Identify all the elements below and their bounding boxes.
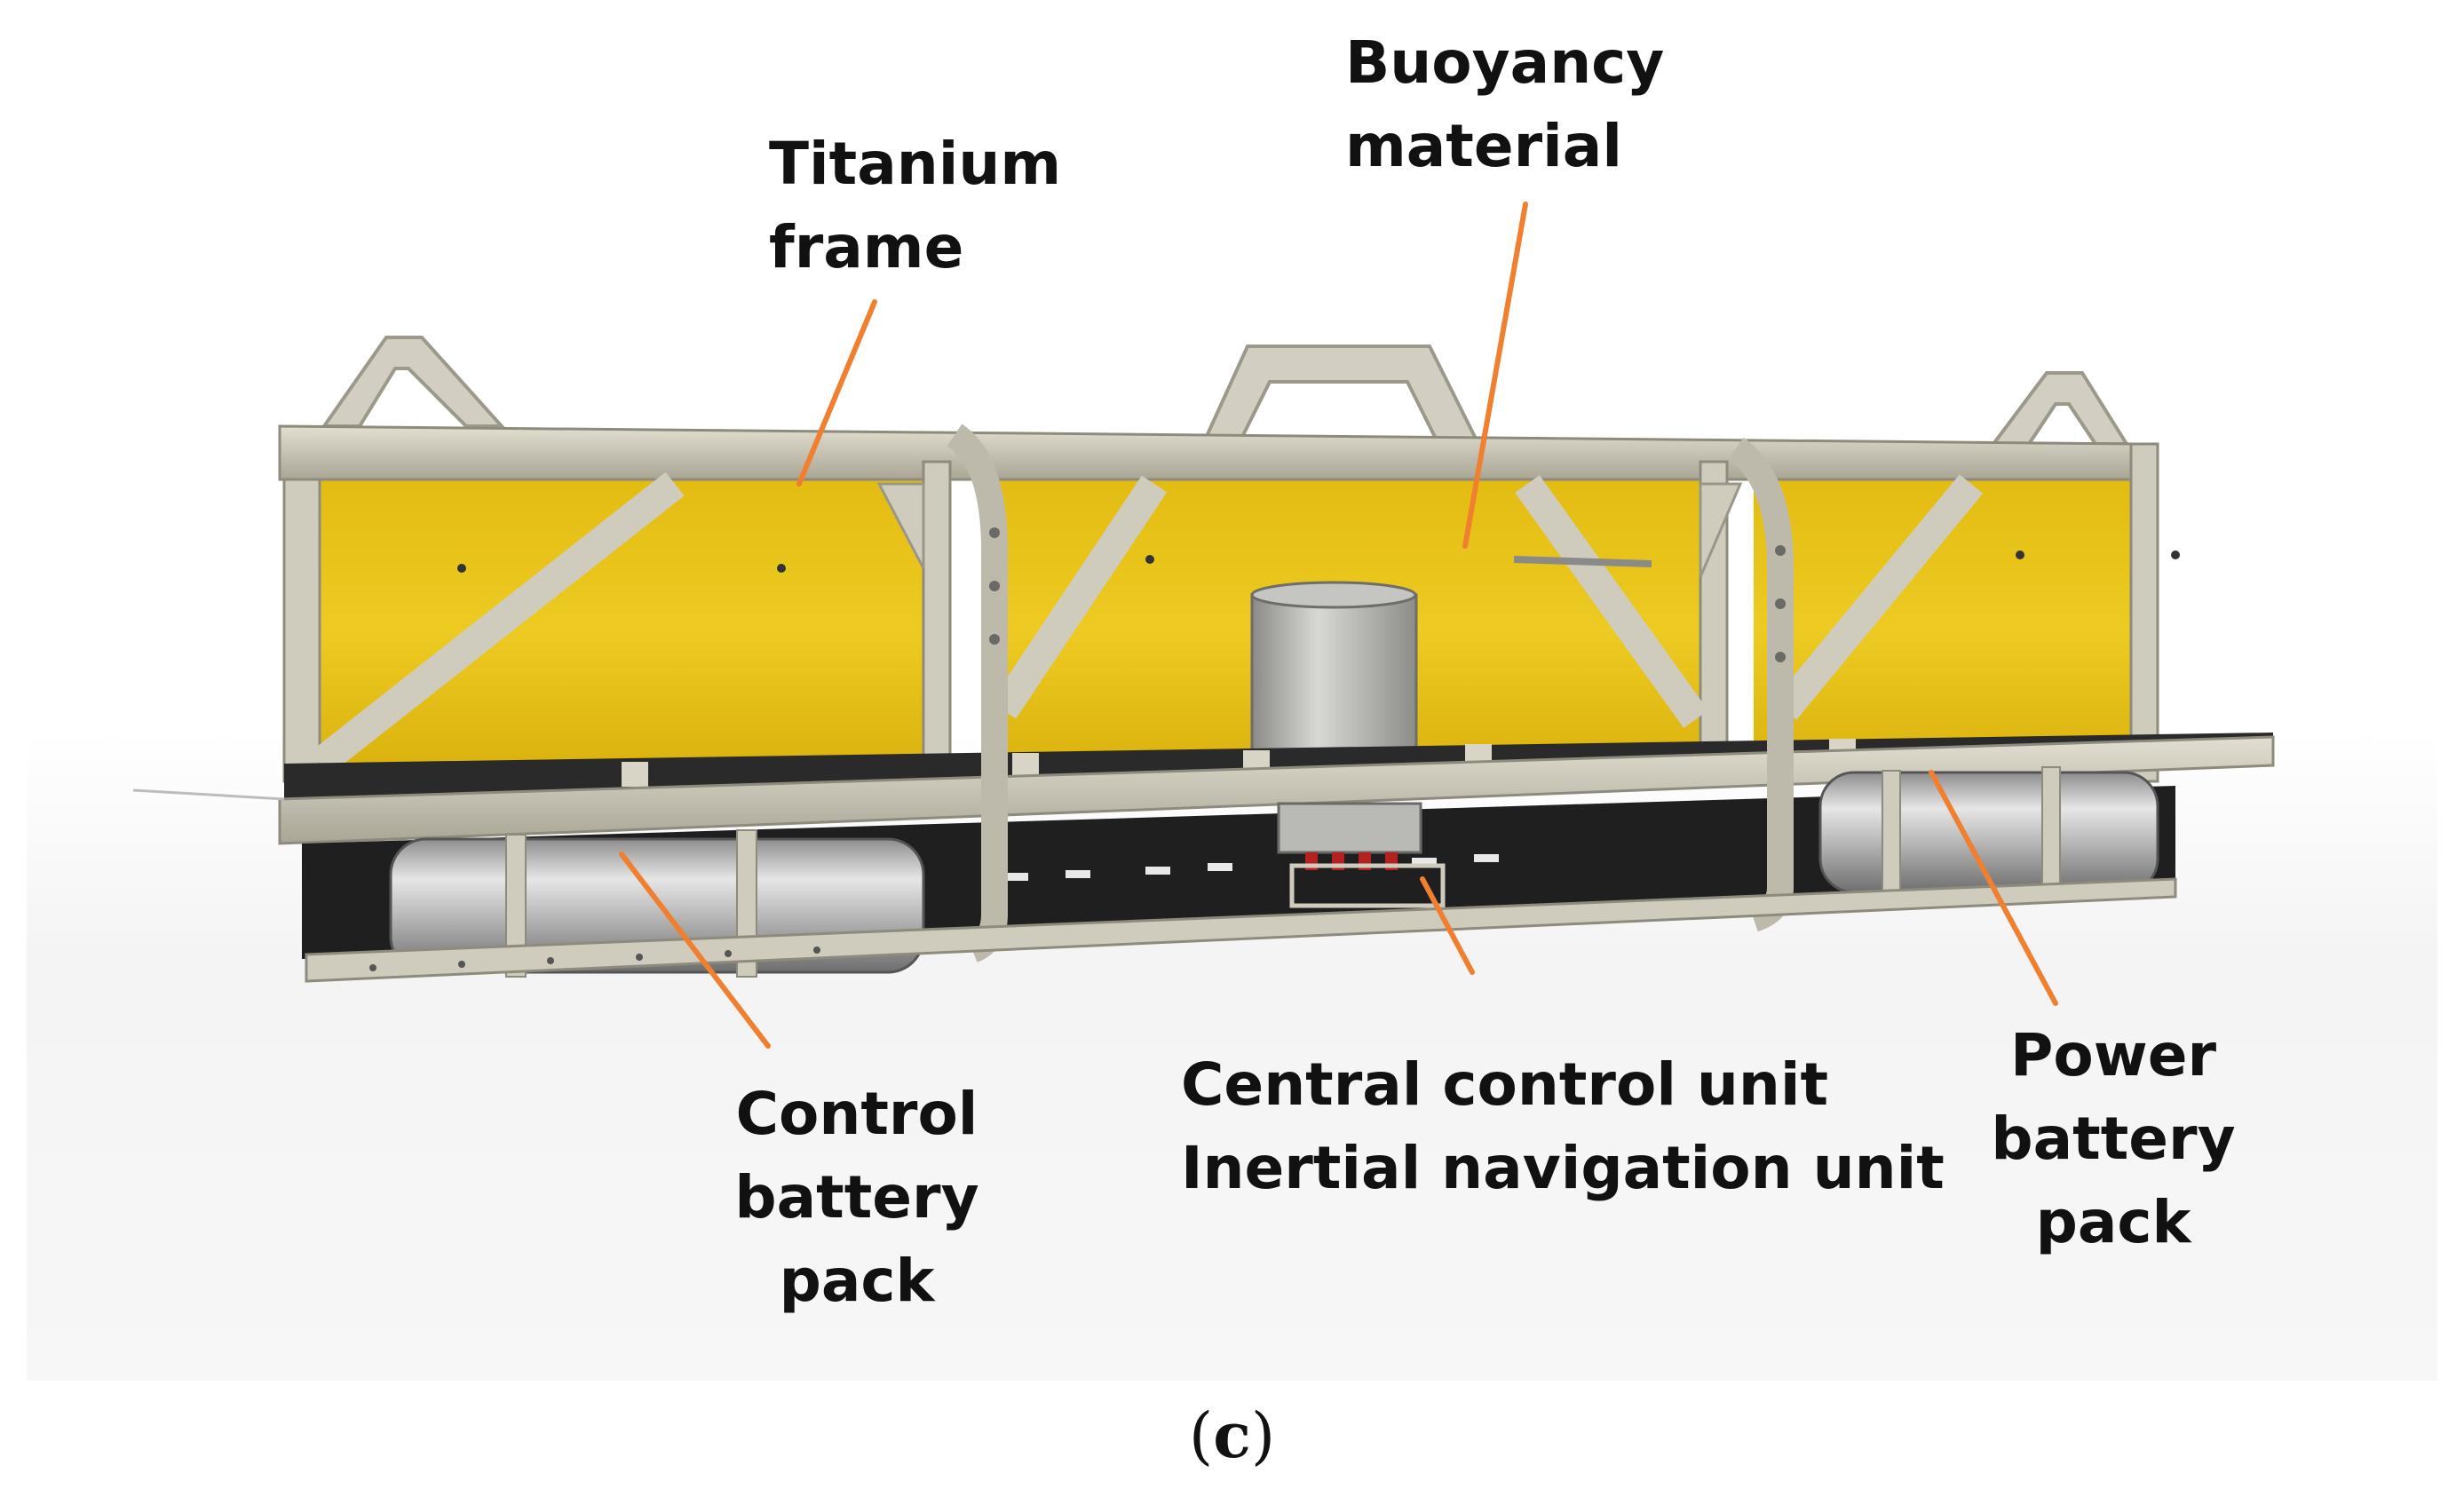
label-titanium-frame: Titanium frame bbox=[769, 123, 1061, 289]
leader-titanium-frame bbox=[796, 299, 877, 487]
figure-caption: (c) bbox=[0, 1398, 2464, 1472]
caption-open-paren: ( bbox=[1188, 1399, 1214, 1472]
label-titanium-frame-line2: frame bbox=[769, 213, 964, 281]
central-control-box bbox=[1277, 802, 1422, 854]
label-buoyancy-material-line1: Buoyancy bbox=[1345, 28, 1665, 97]
leader-buoyancy-material bbox=[1462, 202, 1528, 549]
label-buoyancy-material-line2: material bbox=[1345, 112, 1622, 180]
rod bbox=[1513, 556, 1652, 567]
label-central-control-unit: Central control unit bbox=[1181, 1050, 1829, 1119]
label-power-battery-line2: battery bbox=[1991, 1105, 2236, 1173]
diagonal-braces bbox=[310, 471, 1984, 776]
leader-power-battery bbox=[1929, 770, 2058, 1006]
top-frame-beam bbox=[278, 424, 2137, 481]
caption-letter: c bbox=[1213, 1398, 1251, 1472]
label-titanium-frame-line1: Titanium bbox=[769, 130, 1062, 198]
hoop-holes bbox=[989, 527, 1786, 662]
label-power-battery-line3: pack bbox=[2035, 1188, 2191, 1256]
brace-plates bbox=[876, 482, 1743, 578]
navigation-unit-frame bbox=[1289, 863, 1446, 908]
label-control-battery-pack: Control battery pack bbox=[710, 1073, 1003, 1323]
leader-lines bbox=[619, 202, 2058, 1049]
label-power-battery-line1: Power bbox=[2010, 1021, 2216, 1089]
rail-marks bbox=[1003, 854, 1499, 881]
label-buoyancy-material: Buoyancy material bbox=[1345, 21, 1664, 188]
bottom-rail bbox=[305, 877, 2177, 983]
label-control-battery-line3: pack bbox=[779, 1247, 935, 1315]
battery-straps-right bbox=[1882, 766, 2061, 896]
caption-close-paren: ) bbox=[1250, 1399, 1276, 1472]
leader-control-battery bbox=[619, 852, 771, 1049]
bottom-rail-holes bbox=[369, 947, 820, 971]
label-inertial-navigation-unit: Inertial navigation unit bbox=[1181, 1134, 1945, 1202]
lifting-handles bbox=[321, 336, 2130, 446]
label-control-battery-line2: battery bbox=[734, 1163, 979, 1232]
screw-holes bbox=[457, 551, 2180, 573]
label-control-battery-line1: Control bbox=[735, 1080, 978, 1148]
label-power-battery-pack: Power battery pack bbox=[1967, 1014, 2260, 1264]
leader-central-units bbox=[1420, 876, 1475, 975]
label-central-units: Central control unit Inertial navigation… bbox=[1181, 1043, 1945, 1210]
